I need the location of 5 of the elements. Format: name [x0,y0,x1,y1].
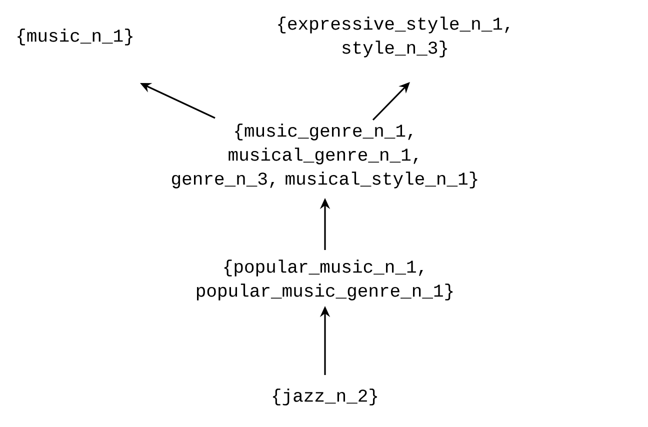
node-label: {music_n_1} [18,28,132,46]
node-label: {expressive_style_n_1, style_n_3} [278,16,510,58]
node-label: {jazz_n_2} [272,388,377,406]
node-label: {popular_music_n_1, popular_music_genre_n_1} [196,260,453,300]
node-label: {music_genre_n_1, musical_genre_n_1, genre_n_3, musical_style_n_1} [172,124,478,188]
